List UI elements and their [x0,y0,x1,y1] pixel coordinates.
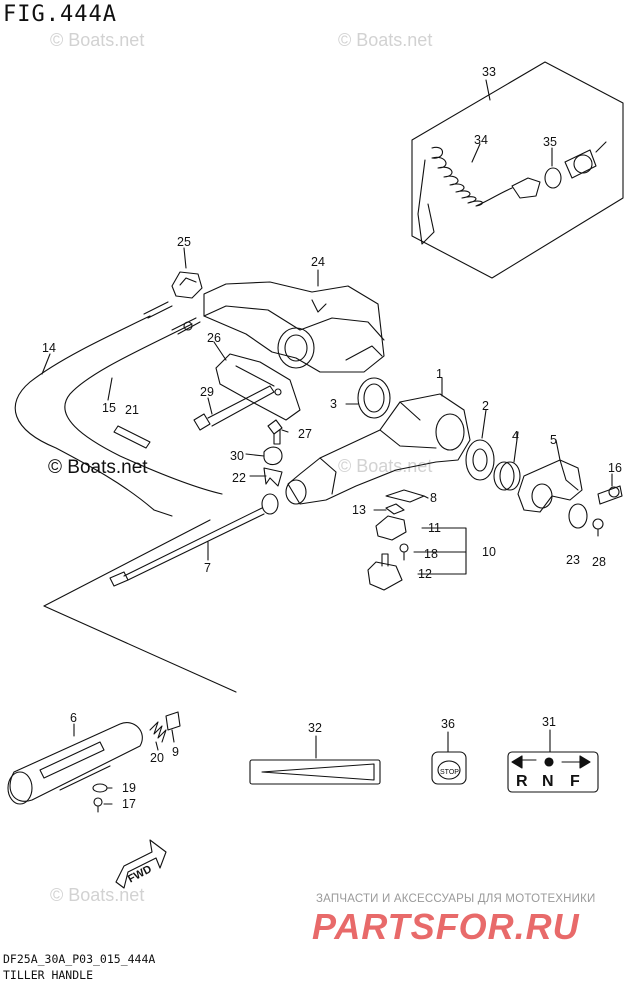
part-36-stop-button [431,751,467,785]
callout-31: 31 [542,715,556,729]
part-16-bolt [597,485,623,505]
watermark-ru-banner: ЗАПЧАСТИ И АКСЕССУАРЫ ДЛЯ МОТОТЕХНИКИ [316,893,596,905]
part-3-bushing [357,377,391,419]
callout-35: 35 [543,135,557,149]
shift-r-text: R [516,773,528,790]
part-2-washer [465,439,495,481]
callout-32: 32 [308,721,322,735]
callout-22: 22 [232,471,246,485]
part-27-bolt [267,419,283,445]
watermark-boats-net: © Boats.net [50,30,145,50]
callout-8: 8 [430,491,437,505]
part-34-lanyard-coil [417,146,541,245]
callout-30: 30 [230,449,244,463]
part-5-lever [517,459,583,513]
callout-19: 19 [122,781,136,795]
part-29-bolt [193,385,275,431]
part-19-washer [92,783,108,793]
callout-18: 18 [424,547,438,561]
callout-20: 20 [150,751,164,765]
part-7-cable [109,493,279,587]
callout-21: 21 [125,403,139,417]
callout-14: 14 [42,341,56,355]
callout-1: 1 [436,367,443,381]
watermark-boats-net-dark: © Boats.net [48,457,148,478]
callout-9: 9 [172,745,179,759]
part-24-bracket [203,281,385,373]
part-8-clip [385,489,425,503]
part-18-bolt [399,543,409,561]
part-20-spring [149,721,167,743]
callout-7: 7 [204,561,211,575]
shift-f-text: F [570,773,580,790]
callout-24: 24 [311,255,325,269]
callout-4: 4 [512,429,519,443]
callout-3: 3 [330,397,337,411]
callout-16: 16 [608,461,622,475]
watermark-boats-net: © Boats.net [338,456,433,476]
part-23-washer [568,503,588,529]
callout-25: 25 [177,235,191,249]
part-13-nut [385,503,405,515]
callout-10: 10 [482,545,496,559]
callout-33: 33 [482,65,496,79]
callout-15: 15 [102,401,116,415]
part-22-clip [263,467,283,487]
part-21-pin [113,425,151,449]
part-32-decal [249,759,381,785]
callout-27: 27 [298,427,312,441]
watermark-boats-net: © Boats.net [338,30,433,50]
part-30-cap [263,446,283,466]
stop-text: STOP [440,769,459,776]
callout-26: 26 [207,331,221,345]
callout-23: 23 [566,553,580,567]
figure-name: TILLER HANDLE [3,968,94,982]
callout-36: 36 [441,717,455,731]
shift-n-text: N [542,773,554,790]
callout-34: 34 [474,133,488,147]
part-17-screw [93,797,103,813]
fwd-text: FWD [126,863,154,885]
part-25-grommet [171,271,203,299]
part-6-grip [7,722,143,805]
callout-5: 5 [550,433,557,447]
callout-29: 29 [200,385,214,399]
callout-11: 11 [428,521,441,535]
part-12-knob [367,553,403,591]
callout-28: 28 [592,555,606,569]
part-1-tiller-arm [285,393,471,505]
lanyard-box [411,61,624,279]
part-14-cable [14,301,173,517]
part-9-bolt [165,711,181,731]
part-26-plate [215,353,301,421]
figure-title: FIG.444A [3,2,117,27]
callout-2: 2 [482,399,489,413]
fwd-arrow [115,839,167,889]
watermark-ru-logo: PARTSFOR.RU [312,906,580,947]
part-11-holder [375,515,407,541]
callout-6: 6 [70,711,77,725]
part-28-screw [592,518,604,537]
callout-12: 12 [418,567,432,581]
callout-13: 13 [352,503,366,517]
part-35-stop-switch [544,141,607,189]
part-4-bush [493,461,521,491]
part-15-cable [64,317,223,495]
figure-code: DF25A_30A_P03_015_444A [3,952,156,966]
watermark-boats-net: © Boats.net [50,885,145,905]
part-31-shift-label [507,751,599,793]
callout-17: 17 [122,797,136,811]
